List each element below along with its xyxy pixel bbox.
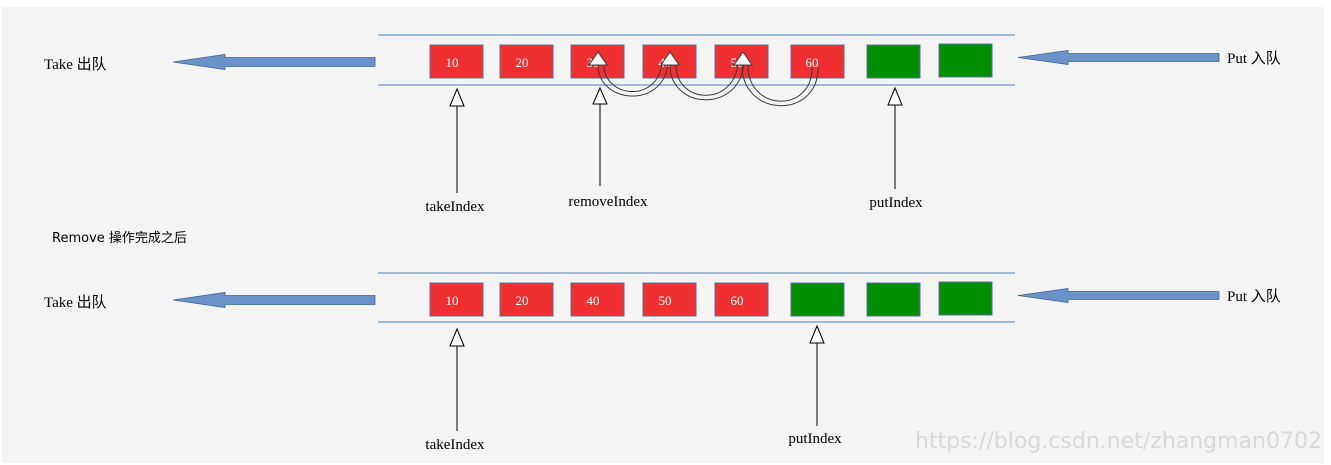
queue-cell-filled xyxy=(714,282,769,317)
queue-cell-empty xyxy=(866,282,921,317)
take-label: Take 出队 xyxy=(44,294,107,311)
diagram-background xyxy=(2,7,1324,463)
cell-value: 60 xyxy=(731,293,744,308)
put-arrow xyxy=(1017,50,1220,65)
queue-cell-empty xyxy=(866,44,921,79)
queue-cell-empty xyxy=(938,43,993,78)
put-index-label: putIndex xyxy=(869,195,923,211)
cell-value: 60 xyxy=(806,55,819,70)
cell-value: 20 xyxy=(516,293,529,308)
queue-cell-empty xyxy=(938,281,993,316)
after-queue: Take 出队 Put 入队 10 20 40 50 60 takeIndex … xyxy=(44,272,1281,453)
queue-cell-empty xyxy=(790,282,845,317)
put-index-pointer-head xyxy=(809,324,825,344)
take-index-label: takeIndex xyxy=(425,199,485,215)
queue-cell-filled xyxy=(499,282,554,317)
put-index-label: putIndex xyxy=(788,431,842,447)
cell-value: 10 xyxy=(446,55,459,70)
queue-cell-filled xyxy=(570,282,625,317)
take-arrow xyxy=(172,54,376,70)
before-queue: Take 出队 Put 入队 10 20 30 40 50 60 xyxy=(44,34,1281,215)
take-index-pointer-head xyxy=(449,87,465,107)
put-arrow xyxy=(1017,288,1220,303)
cell-value: 20 xyxy=(516,55,529,70)
queue-cell-filled xyxy=(642,282,697,317)
shift-arcs xyxy=(597,62,819,107)
remove-caption: Remove 操作完成之后 xyxy=(52,230,187,246)
queue-cell-filled xyxy=(429,282,484,317)
shift-arrowhead xyxy=(588,51,608,66)
put-label: Put 入队 xyxy=(1227,288,1281,305)
cell-value: 10 xyxy=(446,293,459,308)
remove-index-label: removeIndex xyxy=(568,194,648,210)
take-arrow xyxy=(172,292,376,308)
put-label: Put 入队 xyxy=(1227,50,1281,67)
cell-value: 50 xyxy=(659,293,672,308)
shift-arrowhead xyxy=(660,51,680,66)
queue-cell-filled xyxy=(429,44,484,79)
take-index-pointer-head xyxy=(449,327,465,347)
shift-arrowhead xyxy=(733,51,753,66)
take-label: Take 出队 xyxy=(44,56,107,73)
take-index-label: takeIndex xyxy=(425,437,485,453)
put-index-pointer-head xyxy=(887,86,903,106)
remove-index-pointer-head xyxy=(592,86,608,105)
watermark: https://blog.csdn.net/zhangman0702 xyxy=(915,429,1322,454)
cell-value: 40 xyxy=(587,293,600,308)
queue-cell-filled xyxy=(499,44,554,79)
